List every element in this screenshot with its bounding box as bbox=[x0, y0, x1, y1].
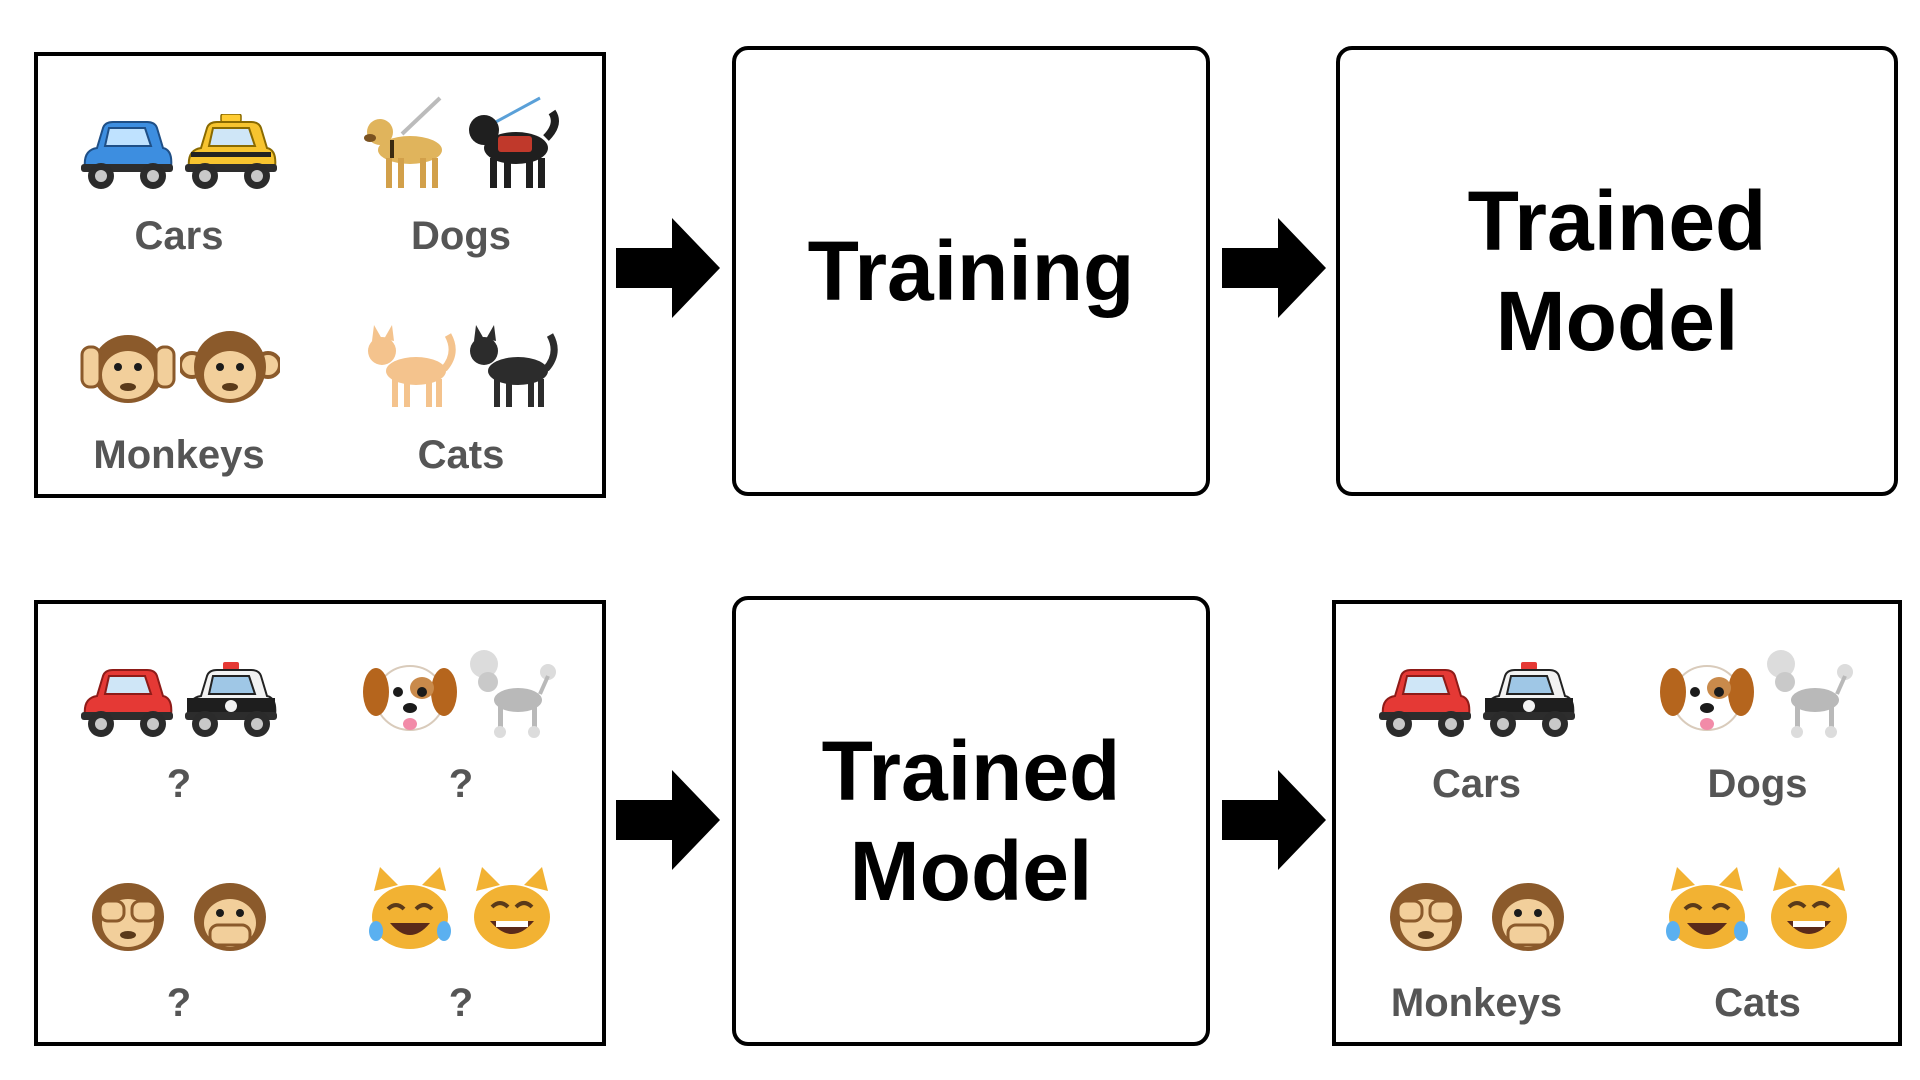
bottom-cell-2: ? bbox=[320, 604, 602, 823]
speak-no-evil-monkey-icon bbox=[1491, 883, 1564, 951]
category-label: Monkeys bbox=[1390, 981, 1563, 1025]
arrow-right-icon bbox=[1222, 218, 1326, 318]
bottom-output-panel: Cars Do bbox=[1332, 600, 1902, 1046]
icon-pair bbox=[1336, 849, 1617, 961]
taxi-icon bbox=[185, 114, 277, 189]
category-label: Dogs bbox=[411, 214, 511, 258]
output-cell-monkeys: Monkeys bbox=[1336, 823, 1617, 1042]
grinning-cat-icon bbox=[474, 867, 550, 949]
poodle-icon bbox=[470, 650, 556, 738]
poodle-icon bbox=[1766, 650, 1853, 738]
category-label: Cars bbox=[134, 214, 224, 258]
arrow-right-icon bbox=[1222, 770, 1326, 870]
black-cat-icon bbox=[470, 325, 558, 407]
category-label: ? bbox=[448, 762, 474, 806]
top-cell-dogs: Dogs bbox=[320, 56, 602, 275]
output-cell-cats: Cats bbox=[1617, 823, 1898, 1042]
icon-pair bbox=[320, 630, 602, 742]
cat-tears-of-joy-icon bbox=[1665, 867, 1748, 949]
training-label: Training bbox=[807, 224, 1135, 318]
output-cell-cars: Cars bbox=[1336, 604, 1617, 823]
dog-face-icon bbox=[1659, 665, 1754, 731]
speak-no-evil-monkey-icon bbox=[194, 883, 266, 951]
bottom-cell-1: ? bbox=[38, 604, 320, 823]
icon-pair bbox=[38, 849, 320, 961]
red-car-icon bbox=[81, 669, 173, 737]
red-car-icon bbox=[1378, 669, 1471, 737]
icon-pair bbox=[320, 82, 602, 194]
category-label: Cats bbox=[417, 433, 505, 477]
icon-pair bbox=[38, 301, 320, 413]
dog-face-icon bbox=[363, 665, 457, 731]
category-label: ? bbox=[166, 762, 192, 806]
icon-pair bbox=[320, 301, 602, 413]
category-label: Dogs bbox=[1707, 762, 1808, 806]
blue-car-icon bbox=[81, 121, 173, 189]
monkey-face-icon bbox=[180, 331, 280, 403]
bottom-input-panel: ? ? bbox=[34, 600, 606, 1046]
arrow-right-icon bbox=[616, 218, 720, 318]
category-label: Cats bbox=[1714, 981, 1801, 1025]
icon-pair bbox=[320, 849, 602, 961]
arrow-right-icon bbox=[616, 770, 720, 870]
category-label: Monkeys bbox=[93, 433, 265, 477]
trained-model-box-top: Trained Model bbox=[1336, 46, 1898, 496]
bottom-cell-3: ? bbox=[38, 823, 320, 1042]
grinning-cat-icon bbox=[1770, 867, 1847, 949]
icon-pair bbox=[1617, 630, 1898, 742]
service-dog-icon bbox=[469, 96, 559, 188]
top-cell-cars: Cars bbox=[38, 56, 320, 275]
hear-no-evil-monkey-icon bbox=[80, 335, 176, 403]
icon-pair bbox=[1617, 849, 1898, 961]
bottom-cell-4: ? bbox=[320, 823, 602, 1042]
see-no-evil-monkey-icon bbox=[1389, 883, 1462, 951]
cat-tears-of-joy-icon bbox=[369, 867, 451, 949]
see-no-evil-monkey-icon bbox=[92, 883, 164, 951]
top-cell-monkeys: Monkeys bbox=[38, 275, 320, 494]
trained-model-label: Trained Model bbox=[821, 724, 1121, 918]
category-label: ? bbox=[448, 981, 474, 1025]
top-input-panel: Cars bbox=[34, 52, 606, 498]
trained-model-label: Trained Model bbox=[1467, 174, 1767, 368]
category-label: Cars bbox=[1432, 762, 1521, 806]
trained-model-box-bottom: Trained Model bbox=[732, 596, 1210, 1046]
training-box: Training bbox=[732, 46, 1210, 496]
guide-dog-icon bbox=[364, 96, 442, 188]
category-label: ? bbox=[166, 981, 192, 1025]
orange-cat-icon bbox=[368, 325, 456, 407]
icon-pair bbox=[38, 82, 320, 194]
police-car-icon bbox=[1482, 662, 1575, 737]
icon-pair bbox=[1336, 630, 1617, 742]
police-car-icon bbox=[185, 662, 277, 737]
icon-pair bbox=[38, 630, 320, 742]
top-cell-cats: Cats bbox=[320, 275, 602, 494]
output-cell-dogs: Dogs bbox=[1617, 604, 1898, 823]
